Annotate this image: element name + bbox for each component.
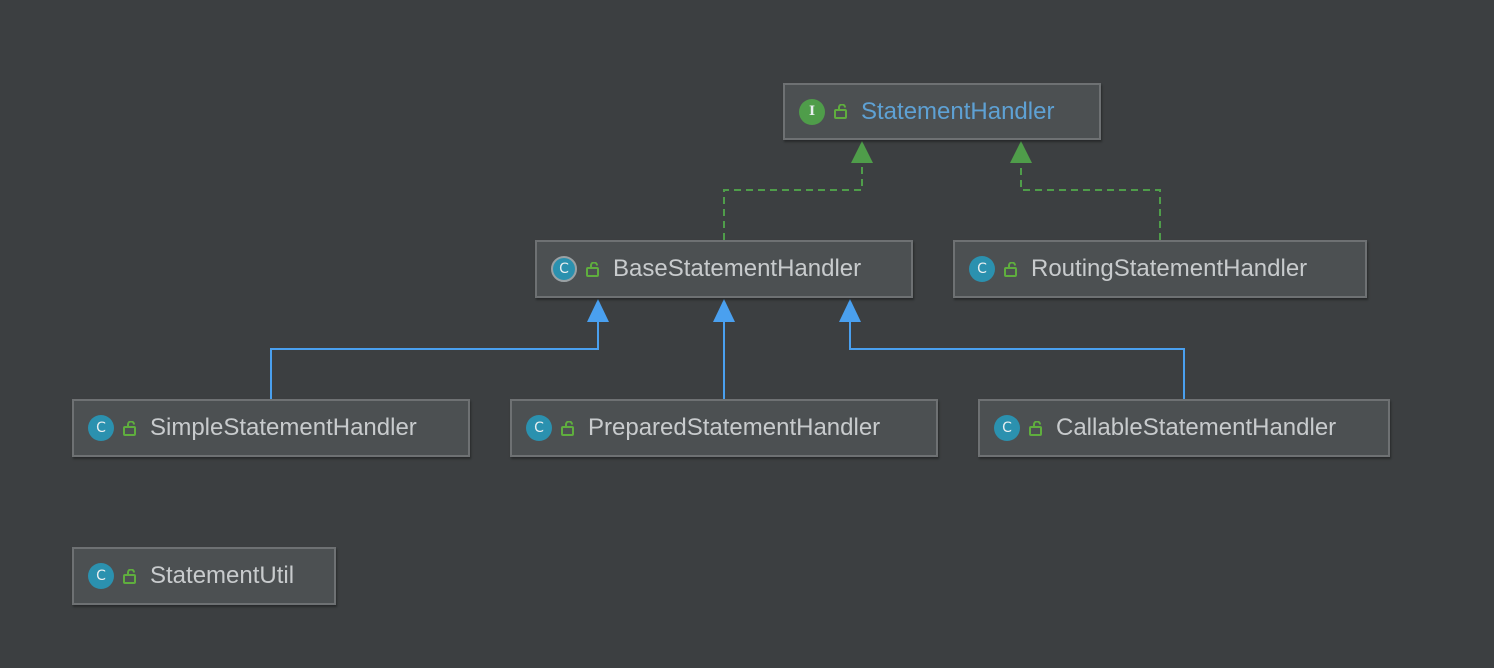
class-icon: C (88, 563, 114, 589)
public-lock-icon (123, 568, 138, 584)
edge-base-implements-statement-handler (723, 141, 873, 240)
class-icon: C (88, 415, 114, 441)
public-lock-icon (123, 420, 138, 436)
class-icon: C (994, 415, 1020, 441)
node-routing-statement-handler[interactable]: C RoutingStatementHandler (953, 240, 1367, 298)
node-label: StatementUtil (150, 562, 295, 589)
node-label: CallableStatementHandler (1056, 414, 1337, 441)
node-base-statement-handler[interactable]: C BaseStatementHandler (535, 240, 913, 298)
extends-arrowhead (587, 299, 609, 322)
extends-arrowhead (713, 299, 735, 322)
class-icon: C (526, 415, 552, 441)
node-simple-statement-handler[interactable]: C SimpleStatementHandler (72, 399, 470, 457)
node-label: PreparedStatementHandler (588, 414, 881, 441)
public-lock-icon (1004, 261, 1019, 277)
abstract-class-icon: C (551, 256, 577, 282)
interface-icon: I (799, 98, 825, 125)
node-callable-statement-handler[interactable]: C CallableStatementHandler (978, 399, 1390, 457)
node-label: BaseStatementHandler (613, 255, 862, 282)
public-lock-icon (834, 104, 849, 119)
node-label: StatementHandler (861, 97, 1055, 125)
edge-routing-implements-statement-handler (1010, 141, 1161, 240)
edge-callable-extends-base (839, 299, 1185, 400)
implements-arrowhead (851, 141, 873, 163)
node-statement-util[interactable]: C StatementUtil (72, 547, 336, 605)
node-statement-handler[interactable]: I StatementHandler (783, 83, 1101, 140)
implements-arrowhead (1010, 141, 1032, 163)
public-lock-icon (586, 261, 601, 277)
class-icon: C (969, 256, 995, 282)
node-prepared-statement-handler[interactable]: C PreparedStatementHandler (510, 399, 938, 457)
public-lock-icon (1029, 420, 1044, 436)
node-label: SimpleStatementHandler (150, 414, 417, 441)
edge-prepared-extends-base (713, 299, 735, 400)
extends-arrowhead (839, 299, 861, 322)
edge-simple-extends-base (270, 299, 609, 400)
public-lock-icon (561, 420, 576, 436)
node-label: RoutingStatementHandler (1031, 255, 1308, 282)
